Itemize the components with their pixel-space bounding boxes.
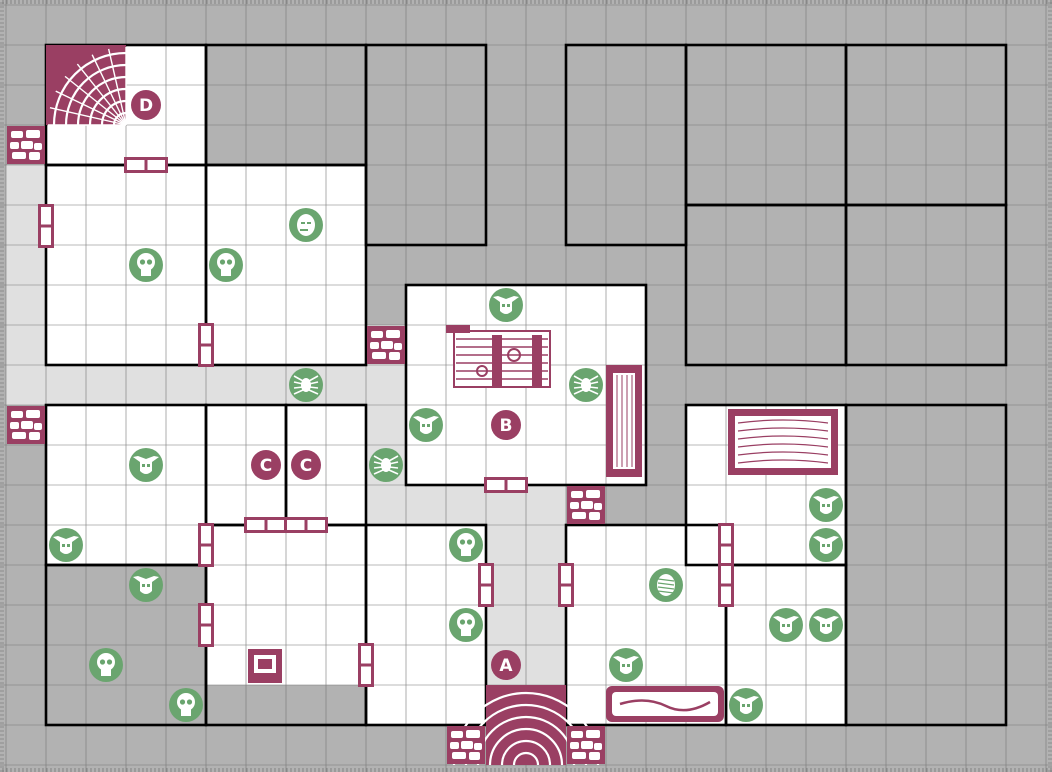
skeleton-token[interactable]	[169, 688, 203, 722]
door[interactable]	[718, 563, 734, 607]
orc-token[interactable]	[49, 528, 83, 562]
orc-token[interactable]	[129, 568, 163, 602]
door[interactable]	[198, 523, 214, 567]
spider-token[interactable]	[569, 368, 603, 402]
rubble-block	[567, 726, 605, 764]
skeleton-token[interactable]	[129, 248, 163, 282]
skeleton-token[interactable]	[449, 608, 483, 642]
door[interactable]	[358, 643, 374, 687]
orc-token[interactable]	[129, 448, 163, 482]
door[interactable]	[484, 477, 528, 493]
torture-rack[interactable]	[446, 325, 551, 388]
chest[interactable]	[248, 649, 282, 683]
orc-token[interactable]	[489, 288, 523, 322]
marker-a[interactable]: A	[491, 650, 521, 680]
goblin-token[interactable]	[769, 608, 803, 642]
skeleton-token[interactable]	[89, 648, 123, 682]
door[interactable]	[38, 204, 54, 248]
goblin-token[interactable]	[809, 608, 843, 642]
door[interactable]	[478, 563, 494, 607]
marker-label: B	[500, 416, 513, 436]
stairs-tile[interactable]	[452, 685, 600, 766]
marker-b[interactable]: B	[491, 410, 521, 440]
orc-token[interactable]	[409, 408, 443, 442]
spider-token[interactable]	[289, 368, 323, 402]
spider-token[interactable]	[369, 448, 403, 482]
zombie-token[interactable]	[289, 208, 323, 242]
marker-c[interactable]: C	[251, 450, 281, 480]
door[interactable]	[124, 157, 168, 173]
rubble-block	[367, 326, 405, 364]
skeleton-token[interactable]	[449, 528, 483, 562]
weapon-rack[interactable]	[606, 365, 642, 477]
door[interactable]	[198, 323, 214, 367]
goblin-token[interactable]	[809, 488, 843, 522]
table[interactable]	[728, 409, 838, 475]
room-wall	[844, 403, 1008, 727]
rubble-block	[7, 406, 45, 444]
marker-d[interactable]: D	[131, 90, 161, 120]
room-wall	[844, 203, 1008, 367]
room-wall	[204, 163, 368, 367]
goblin-token[interactable]	[809, 528, 843, 562]
door[interactable]	[558, 563, 574, 607]
mummy-token[interactable]	[649, 568, 683, 602]
rubble-block	[7, 126, 45, 164]
rubble-block	[567, 486, 605, 524]
marker-c[interactable]: C	[291, 450, 321, 480]
stairs-tile[interactable]	[46, 45, 127, 126]
tomb[interactable]	[606, 686, 724, 722]
marker-label: C	[260, 456, 272, 476]
door[interactable]	[284, 517, 328, 533]
marker-label: A	[499, 656, 513, 676]
room-wall	[364, 523, 488, 727]
marker-label: C	[300, 456, 312, 476]
rubble-block	[447, 726, 485, 764]
door[interactable]	[244, 517, 288, 533]
goblin-token[interactable]	[729, 688, 763, 722]
goblin-token[interactable]	[609, 648, 643, 682]
door[interactable]	[718, 523, 734, 567]
door[interactable]	[198, 603, 214, 647]
skeleton-token[interactable]	[209, 248, 243, 282]
marker-label: D	[139, 96, 153, 116]
room-wall	[364, 43, 488, 247]
